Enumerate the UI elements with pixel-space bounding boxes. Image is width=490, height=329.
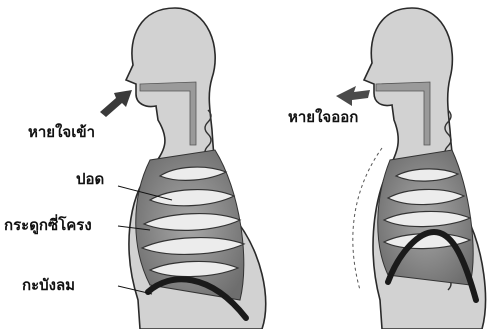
diaphragm-label: กะบังลม: [22, 278, 75, 293]
inhale-label: หายใจเข้า: [28, 125, 95, 140]
inhale-figure: [100, 8, 266, 329]
lung-label: ปอด: [76, 172, 104, 187]
exhale-arrow: [336, 86, 370, 106]
ribs-label: กระดูกซี่โครง: [4, 218, 92, 233]
exhale-label: หายใจออก: [288, 110, 358, 125]
inhale-arrow: [100, 90, 132, 117]
exhale-figure: [336, 8, 485, 329]
